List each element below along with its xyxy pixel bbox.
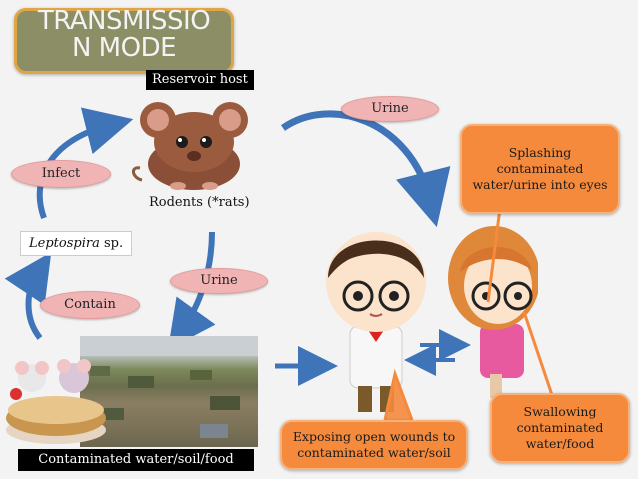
arrow-water-to-leptospira xyxy=(4,252,52,340)
splashing-box: Splashing contaminated water/urine into … xyxy=(460,124,620,214)
contain-pill: Contain xyxy=(40,291,140,319)
girl-character xyxy=(448,226,538,398)
exposing-box: Exposing open wounds to contaminated wat… xyxy=(280,420,468,470)
urine-pill-mid: Urine xyxy=(170,268,268,294)
arrow-rodent-to-humans xyxy=(280,110,451,228)
slide-title: TRANSMISSIO N MODE xyxy=(37,6,211,63)
rat-illustration xyxy=(132,102,248,190)
flood-photo xyxy=(80,336,258,447)
urine-pill-top: Urine xyxy=(341,96,439,122)
leptospira-suffix: sp. xyxy=(99,236,124,251)
leptospira-genus: Leptospira xyxy=(29,236,100,251)
flood-photo-detail xyxy=(80,336,258,438)
boy-character xyxy=(326,232,426,412)
rodents-caption: Rodents (*rats) xyxy=(149,195,250,210)
title-box xyxy=(14,8,234,74)
leptospira-label: Leptospira sp. xyxy=(20,231,133,256)
cookie-mice-illustration xyxy=(6,359,106,444)
reservoir-host-label: Reservoir host xyxy=(146,70,254,90)
swallowing-box: Swallowing contaminated water/food xyxy=(490,393,630,463)
infect-pill: Infect xyxy=(11,160,111,188)
contaminated-label: Contaminated water/soil/food xyxy=(18,449,254,471)
